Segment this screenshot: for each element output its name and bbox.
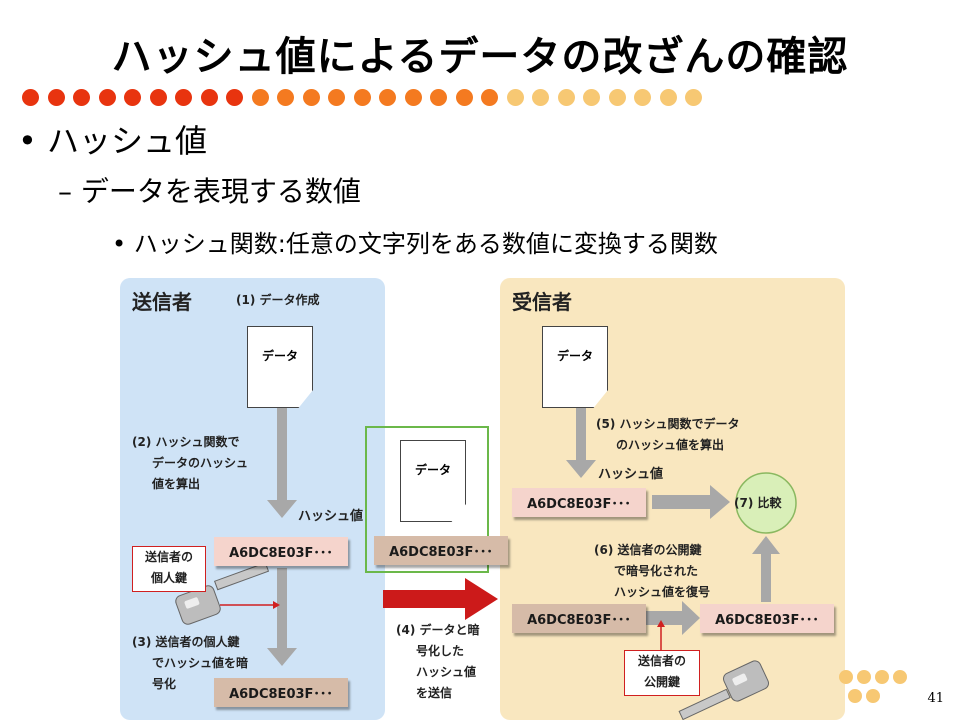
step6-line3: ハッシュ値を復号 (614, 585, 711, 599)
receiver-hash-box: A6DC8E03F･･･ (512, 488, 646, 517)
step5-line2: のハッシュ値を算出 (616, 438, 725, 452)
private-key-label-line1: 送信者の (144, 550, 193, 564)
receiver-title: 受信者 (512, 290, 572, 314)
decorative-dot (251, 89, 269, 106)
decorative-dot (200, 89, 218, 106)
decorative-dot (353, 89, 371, 106)
decorative-dot (506, 89, 524, 106)
decorative-dot (583, 89, 600, 106)
arrow-hash-to-encrypted (267, 568, 297, 666)
decorative-dot (73, 89, 90, 106)
step1-label: (1) データ作成 (236, 293, 320, 307)
decorative-dot (608, 89, 626, 106)
step2-line2: データのハッシュ (152, 456, 249, 470)
decorative-dot (175, 89, 192, 106)
bullet-data-number: – データを表現する数値 (58, 175, 361, 208)
decorative-dot (328, 89, 345, 106)
decorative-dot (277, 89, 294, 106)
decorative-dot (455, 89, 473, 106)
sender-hash-label: ハッシュ値 (298, 509, 364, 524)
step2-label: (2) ハッシュ関数で データのハッシュ 値を算出 (132, 432, 248, 495)
bullet-hash-function: • ハッシュ関数:任意の文字列をある数値に変換する関数 (112, 230, 718, 258)
step4-line3: ハッシュ値 (416, 665, 477, 679)
private-key-icon (175, 562, 270, 625)
step3-label: (3) 送信者の個人鍵 でハッシュ値を暗 号化 (132, 632, 248, 695)
decorative-dot (685, 89, 702, 106)
decorative-dot (98, 89, 116, 106)
receiver-data-document-label: データ (556, 349, 593, 363)
decorative-dot (149, 89, 167, 106)
transmitted-data-document: データ (400, 440, 466, 522)
step6-line1: (6) 送信者の公開鍵 (594, 543, 702, 557)
step3-line1: (3) 送信者の個人鍵 (132, 635, 240, 649)
transmitted-encrypted-hash-box: A6DC8E03F･･･ (374, 536, 508, 565)
compare-circle (735, 472, 797, 534)
arrow-decrypted-to-compare (752, 536, 780, 602)
decorative-dot (532, 89, 549, 106)
bullet-hash-value: • ハッシュ値 (18, 122, 208, 160)
public-key-label-line2: 公開鍵 (643, 675, 680, 689)
step6-label: (6) 送信者の公開鍵 で暗号化された ハッシュ値を復号 (594, 540, 710, 603)
key-connector-head (273, 601, 280, 609)
encrypted-hash-box: A6DC8E03F･･･ (214, 678, 348, 707)
decorative-dot (226, 89, 243, 106)
decorative-dot (22, 89, 39, 106)
decorative-dot (302, 89, 320, 106)
received-encrypted-hash-box: A6DC8E03F･･･ (512, 604, 646, 633)
public-key-icon (678, 660, 769, 720)
decorative-dot (404, 89, 422, 106)
transmitted-data-document-label: データ (414, 463, 451, 477)
step5-label: (5) ハッシュ関数でデータ のハッシュ値を算出 (596, 414, 740, 456)
private-key-label: 送信者の 個人鍵 (132, 546, 206, 592)
arrow-hash-to-compare (652, 485, 730, 519)
corner-dot-cluster (839, 670, 907, 703)
decorative-dot (481, 89, 498, 106)
transmission-box (365, 426, 489, 573)
sender-title: 送信者 (132, 290, 192, 314)
arrow-data-to-hash (267, 408, 297, 518)
step4-line4: を送信 (416, 686, 453, 700)
step5-line1: (5) ハッシュ関数でデータ (596, 417, 740, 431)
public-key-label-line1: 送信者の (637, 654, 686, 668)
private-key-label-line2: 個人鍵 (150, 571, 187, 585)
step4-line2: 号化した (416, 644, 465, 658)
receiver-data-document: データ (542, 326, 608, 408)
step4-label: (4) データと暗 号化した ハッシュ値 を送信 (396, 620, 480, 704)
decorative-dot-row (22, 89, 722, 107)
step4-line1: (4) データと暗 (396, 623, 480, 637)
sender-data-document: データ (247, 326, 313, 408)
arrow-receiver-data-to-hash (566, 408, 596, 478)
step3-line3: 号化 (152, 677, 177, 691)
decorative-dot (659, 89, 677, 106)
arrow-decrypt (642, 601, 700, 635)
decrypted-hash-box: A6DC8E03F･･･ (700, 604, 834, 633)
step2-line3: 値を算出 (152, 477, 201, 491)
send-arrow (383, 578, 498, 620)
decorative-dot (47, 89, 65, 106)
decorative-dot (430, 89, 447, 106)
decorative-dot (557, 89, 575, 106)
step3-line2: でハッシュ値を暗 (152, 656, 249, 670)
step7-label: (7) 比較 (734, 496, 782, 510)
slide-title: ハッシュ値によるデータの改ざんの確認 (111, 34, 849, 80)
decorative-dot (379, 89, 396, 106)
page-number: 41 (927, 691, 944, 706)
step6-line2: で暗号化された (614, 564, 699, 578)
decorative-dot (124, 89, 141, 106)
hash-verification-diagram: 送信者 (1) データ作成 データ (2) ハッシュ関数で データのハッシュ 値… (120, 272, 860, 720)
public-key-label: 送信者の 公開鍵 (624, 650, 700, 696)
step2-line1: (2) ハッシュ関数で (132, 435, 240, 449)
receiver-hash-label: ハッシュ値 (598, 467, 664, 482)
decorative-dot (634, 89, 651, 106)
sender-hash-box: A6DC8E03F･･･ (214, 537, 348, 566)
public-key-connector-head (657, 620, 665, 627)
sender-data-document-label: データ (261, 349, 298, 363)
